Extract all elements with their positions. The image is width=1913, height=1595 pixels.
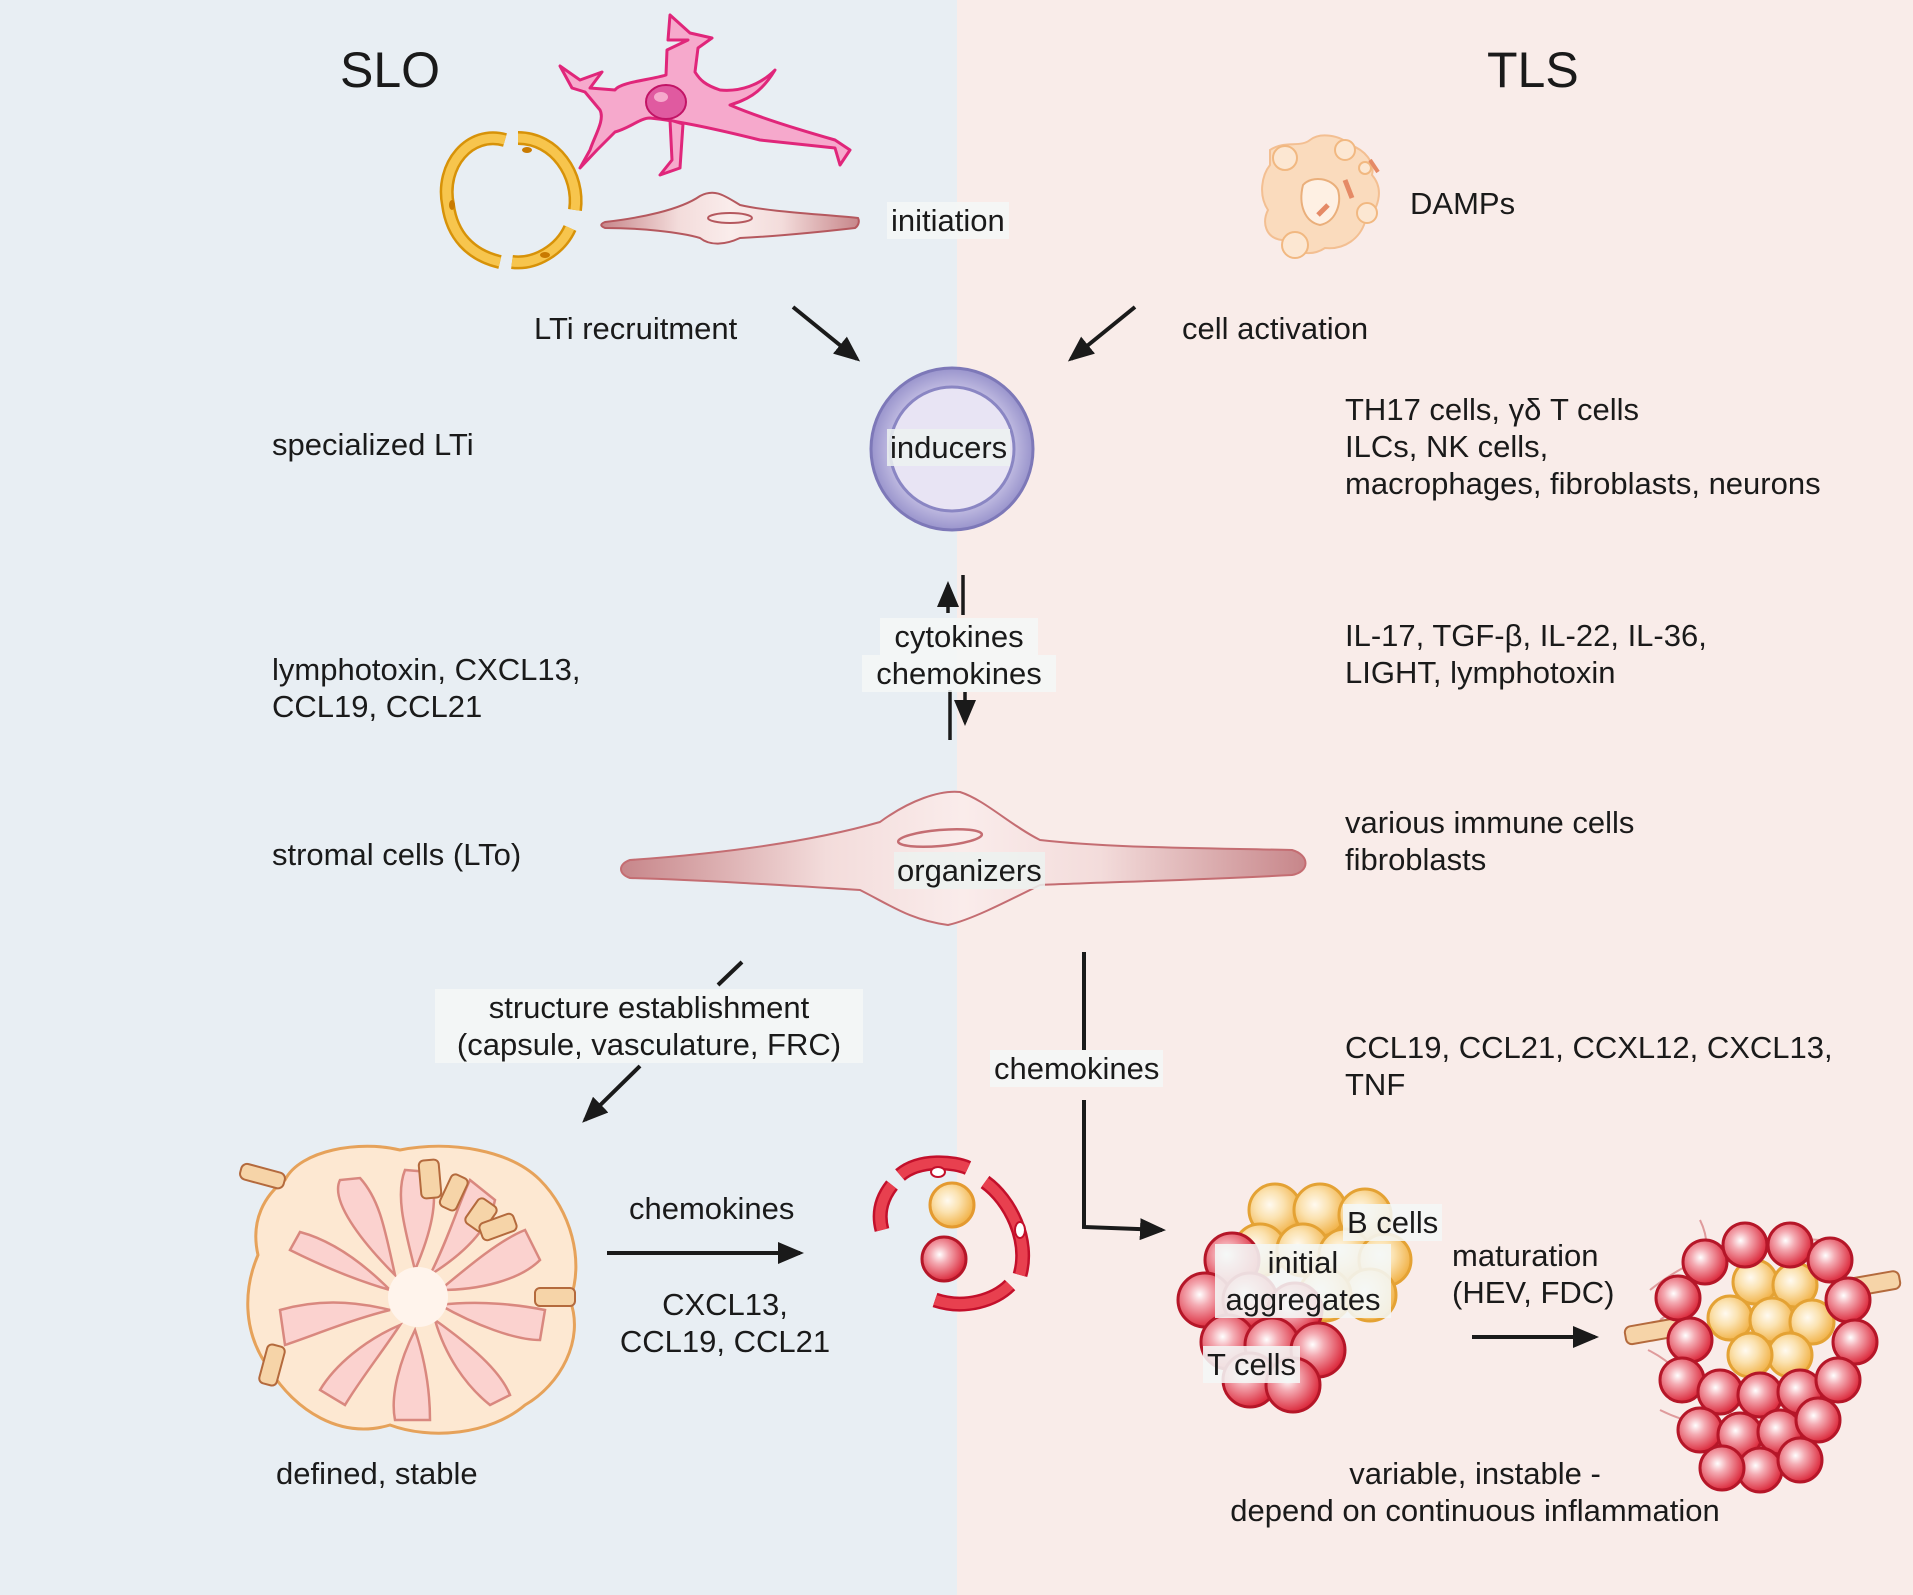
label-chemokines-center: chemokines (862, 655, 1056, 692)
tls-chemokine-line: CCL19, CCL21, CCXL12, CXCL13, (1345, 1030, 1833, 1065)
tls-organizer-list: various immune cells fibroblasts (1345, 804, 1634, 878)
label-t-cells: T cells (1203, 1346, 1301, 1383)
label-maturation: maturation (HEV, FDC) (1452, 1237, 1614, 1311)
tls-organizer-line: various immune cells (1345, 805, 1635, 840)
label-structure-establishment: structure establishment (capsule, vascul… (435, 989, 863, 1063)
label-damps: DAMPs (1410, 186, 1516, 221)
slo-signal-line: CCL19, CCL21 (272, 689, 483, 724)
tls-inducer-line: ILCs, NK cells, (1345, 429, 1549, 464)
tls-outcome-line: variable, instable - (1349, 1456, 1601, 1491)
label-slo-outcome: defined, stable (276, 1456, 478, 1491)
label-cytokines: cytokines (880, 618, 1038, 655)
slo-header: SLO (340, 42, 441, 98)
slo-chemokine-line: CXCL13, (662, 1287, 788, 1322)
structure-line: (capsule, vasculature, FRC) (456, 1027, 842, 1062)
maturation-line: (HEV, FDC) (1452, 1275, 1615, 1310)
dendritic-cell-icon (558, 13, 852, 177)
tls-inducer-list: TH17 cells, γδ T cells ILCs, NK cells, m… (1345, 391, 1821, 502)
slo-signal-list: lymphotoxin, CXCL13, CCL19, CCL21 (272, 651, 580, 725)
label-stromal-cells: stromal cells (LTo) (272, 837, 522, 872)
label-lti-recruitment: LTi recruitment (534, 311, 738, 346)
tls-signal-line: IL-17, TGF-β, IL-22, IL-36, (1345, 618, 1707, 653)
hev-icon (872, 1155, 1031, 1312)
label-tls-outcome: variable, instable - depend on continuou… (1190, 1455, 1760, 1529)
label-initial-aggregates: initial aggregates (1215, 1244, 1391, 1318)
tls-signal-list: IL-17, TGF-β, IL-22, IL-36, LIGHT, lymph… (1345, 617, 1707, 691)
label-chemokines-slo: chemokines (629, 1191, 795, 1226)
stromal-cell-small-icon (600, 191, 860, 245)
arrow-structure-establishment (582, 960, 744, 1123)
bidirectional-arrow-icon (937, 575, 976, 740)
aggregates-line: initial (1267, 1245, 1339, 1280)
tls-outcome-line: depend on continuous inflammation (1230, 1493, 1720, 1528)
label-initiation: initiation (887, 202, 1009, 239)
label-cell-activation: cell activation (1182, 311, 1369, 346)
tls-header: TLS (1487, 42, 1579, 98)
tls-signal-line: LIGHT, lymphotoxin (1345, 655, 1616, 690)
label-chemokines-tls: chemokines (990, 1050, 1164, 1087)
inducer-cell-icon (869, 366, 1035, 532)
aggregates-line: aggregates (1225, 1282, 1381, 1317)
slo-chemokine-list: CXCL13, CCL19, CCL21 (605, 1286, 845, 1360)
maturation-line: maturation (1452, 1238, 1599, 1273)
label-inducers: inducers (887, 429, 1011, 466)
arrow-tls-chemokines (1082, 952, 1166, 1241)
slo-chemokine-line: CCL19, CCL21 (619, 1324, 831, 1359)
tls-organizer-line: fibroblasts (1345, 842, 1487, 877)
tls-inducer-line: TH17 cells, γδ T cells (1345, 392, 1640, 427)
lymph-node-icon (239, 1144, 578, 1435)
label-organizers: organizers (894, 852, 1045, 889)
tls-chemokine-line: TNF (1345, 1067, 1406, 1102)
tls-inducer-line: macrophages, fibroblasts, neurons (1345, 466, 1821, 501)
mature-tls-icon (1623, 1219, 1902, 1494)
damps-icon (1261, 134, 1380, 259)
slo-signal-line: lymphotoxin, CXCL13, (272, 652, 581, 687)
arrow-lti-recruitment (791, 305, 861, 362)
label-specialized-lti: specialized LTi (272, 427, 474, 462)
structure-line: structure establishment (488, 990, 810, 1025)
arrow-cell-activation (1067, 305, 1137, 362)
tls-chemokine-list: CCL19, CCL21, CCXL12, CXCL13, TNF (1345, 1029, 1833, 1103)
endothelial-ring-icon (439, 131, 583, 270)
label-b-cells: B cells (1343, 1204, 1443, 1241)
